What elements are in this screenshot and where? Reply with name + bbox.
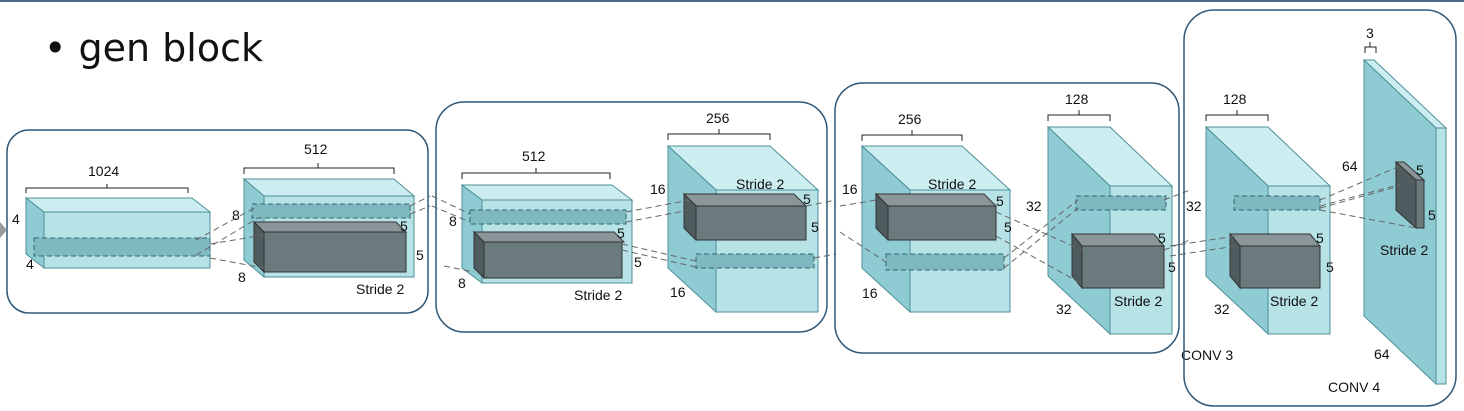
block4-in-side2: 32	[1214, 301, 1230, 317]
slide-bullet-title: • gen block	[44, 26, 263, 70]
block4-kernel1: 5	[1316, 230, 1324, 246]
block2-out-side1: 16	[650, 181, 666, 197]
block1-out-side1: 8	[232, 207, 240, 223]
block2-kernel1: 5	[617, 225, 625, 241]
block4-out-brace	[1364, 42, 1377, 53]
block1-out-width: 512	[304, 141, 328, 157]
block3-input-volume	[860, 144, 1012, 314]
block4-out-width: 3	[1366, 25, 1374, 41]
block1-in-side2: 4	[26, 256, 34, 272]
block4-conv-label: CONV 4	[1328, 379, 1380, 395]
block1-kernel1: 5	[400, 218, 408, 234]
block3-frame	[834, 82, 1180, 354]
block2-kernel2: 5	[634, 254, 642, 270]
block2-output-volume	[666, 144, 820, 314]
block1-dashed-connectors	[195, 195, 431, 269]
block2-input-volume	[460, 184, 634, 284]
block2-in-width: 512	[522, 148, 546, 164]
block3-out-side1: 32	[1026, 198, 1042, 214]
block2-frame	[435, 101, 828, 333]
block4-in-side1: 32	[1186, 198, 1202, 214]
block4-in-width: 128	[1223, 91, 1247, 107]
block2-dashed-connectors	[431, 195, 837, 273]
block4-input-volume	[1204, 125, 1332, 336]
block4-kernel4: 5	[1428, 207, 1436, 223]
block3-out-brace	[1047, 110, 1111, 121]
block4-stride-out: Stride 2	[1380, 242, 1428, 258]
block3-in-side2: 16	[862, 285, 878, 301]
block2-out-width: 256	[706, 110, 730, 126]
block4-output-volume	[1362, 58, 1448, 386]
block4-dashed-connectors	[1169, 165, 1417, 257]
block4-stride-in: Stride 2	[1270, 293, 1318, 309]
block3-kernel1: 5	[996, 193, 1004, 209]
block4-out-side: 64	[1342, 158, 1358, 174]
block4-out-side2: 64	[1374, 346, 1390, 362]
block2-stride-in: Stride 2	[574, 287, 622, 303]
block4-frame	[1183, 9, 1457, 407]
block3-dashed-connectors	[839, 189, 1191, 285]
block1-kernel2: 5	[416, 247, 424, 263]
block3-in-width: 256	[898, 111, 922, 127]
block1-out-brace	[243, 163, 395, 174]
block1-input-volume	[24, 196, 212, 270]
block2-kernel4: 5	[811, 219, 819, 235]
block2-kernel3: 5	[803, 191, 811, 207]
block3-stride-out: Stride 2	[1114, 293, 1162, 309]
block2-in-side1: 8	[449, 213, 457, 229]
block3-in-side1: 16	[842, 181, 858, 197]
block4-kernel3: 5	[1416, 162, 1424, 178]
block3-out-side2: 32	[1056, 301, 1072, 317]
block4-kernel2: 5	[1326, 259, 1334, 275]
block1-out-side2: 8	[238, 269, 246, 285]
block2-out-side2: 16	[670, 284, 686, 300]
block2-in-side2: 8	[458, 275, 466, 291]
block1-output-volume	[242, 177, 416, 279]
block3-in-brace	[861, 130, 963, 141]
block1-stride: Stride 2	[356, 281, 404, 297]
top-rule	[0, 0, 1464, 2]
block3-stride-in: Stride 2	[928, 176, 976, 192]
block3-kernel4: 5	[1168, 259, 1176, 275]
block3-conv-label: CONV 3	[1181, 347, 1233, 363]
block2-stride-out: Stride 2	[736, 176, 784, 192]
block3-kernel2: 5	[1004, 219, 1012, 235]
block3-kernel3: 5	[1158, 230, 1166, 246]
block3-out-width: 128	[1065, 91, 1089, 107]
left-edge-marker	[0, 222, 7, 238]
block4-in-brace	[1205, 110, 1269, 121]
block1-in-width: 1024	[88, 163, 119, 179]
block1-frame	[6, 129, 429, 314]
block2-out-brace	[667, 129, 771, 140]
block1-in-brace	[25, 184, 189, 193]
block3-output-volume	[1046, 125, 1174, 336]
block2-in-brace	[461, 168, 611, 179]
block1-in-side1: 4	[12, 211, 20, 227]
